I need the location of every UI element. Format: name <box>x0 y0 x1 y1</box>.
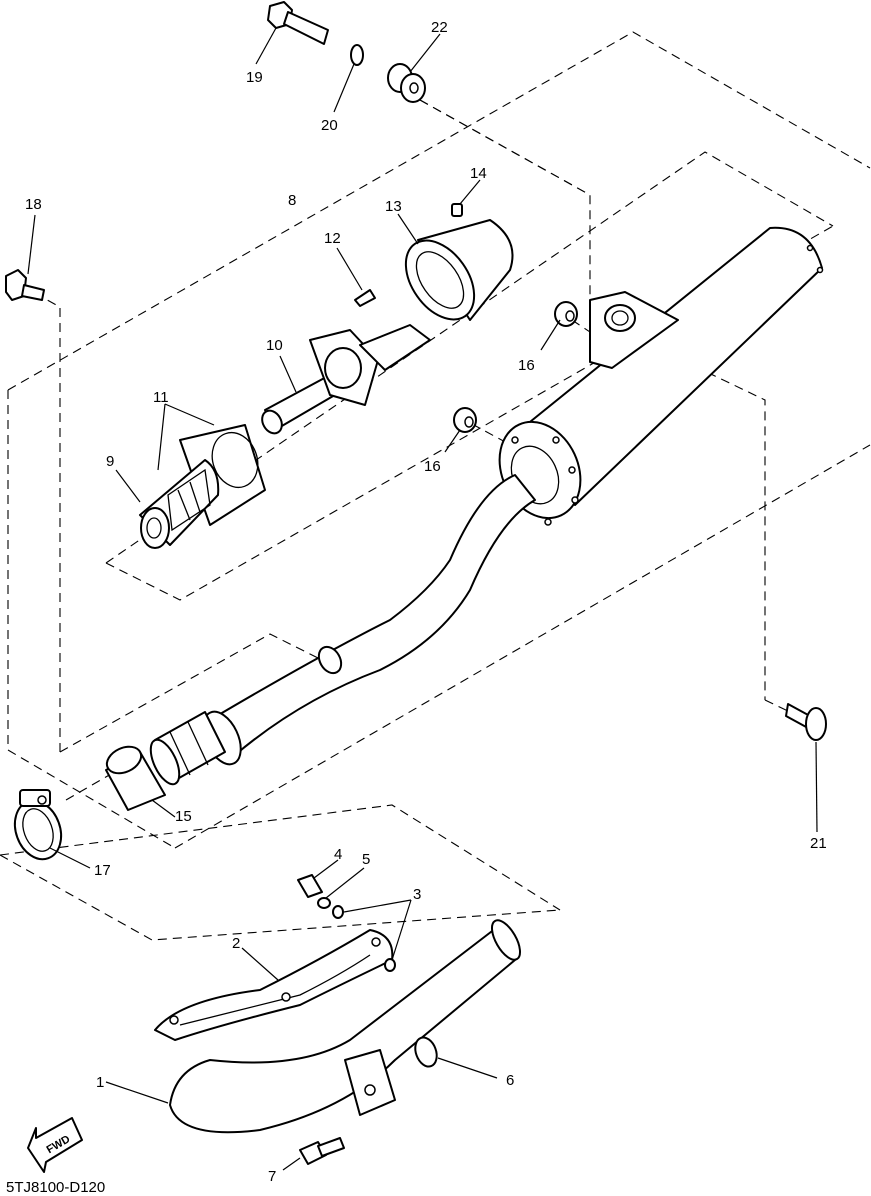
part-16-collar-upper <box>554 301 578 327</box>
callout-18: 18 <box>25 196 42 213</box>
muffler-silencer-body <box>498 226 824 526</box>
callout-17: 17 <box>94 862 111 879</box>
callout-leaders <box>27 27 818 1171</box>
part-18-bolt <box>5 269 45 301</box>
part-4-bolt <box>297 874 323 898</box>
callout-12: 12 <box>324 230 341 247</box>
part-2-heat-protector <box>154 929 394 1041</box>
assembly-group-frames <box>0 31 871 941</box>
part-1-exhaust-header-pipe <box>169 919 521 1134</box>
part-3-collars <box>332 905 396 972</box>
part-22-grommet <box>387 63 426 103</box>
part-13-end-cap <box>404 219 514 321</box>
diagram-code: 5TJ8100-D120 <box>6 1179 105 1196</box>
callout-9: 9 <box>106 453 114 470</box>
part-17-band-clamp <box>13 789 63 861</box>
callout-2: 2 <box>232 935 240 952</box>
part-14-screw <box>451 203 463 217</box>
callout-3: 3 <box>413 886 421 903</box>
fwd-arrow-icon: FWD <box>27 1117 83 1173</box>
callout-6: 6 <box>506 1072 514 1089</box>
callout-labels: 1 2 3 4 5 6 7 8 9 10 11 12 13 14 15 16 1… <box>25 19 827 1185</box>
callout-20: 20 <box>321 117 338 134</box>
part-5-washer <box>317 897 331 909</box>
callout-1: 1 <box>96 1074 104 1091</box>
part-12-screw <box>354 289 376 307</box>
callout-4: 4 <box>334 846 342 863</box>
callout-5: 5 <box>362 851 370 868</box>
callout-7: 7 <box>268 1168 276 1185</box>
part-9-silencer-core <box>139 459 220 549</box>
callout-19: 19 <box>246 69 263 86</box>
callout-13: 13 <box>385 198 402 215</box>
callout-21: 21 <box>810 835 827 852</box>
exhaust-mid-pipe <box>149 474 536 786</box>
callout-10: 10 <box>266 337 283 354</box>
callout-15: 15 <box>175 808 192 825</box>
callout-14: 14 <box>470 165 487 182</box>
part-19-bolt <box>267 1 329 45</box>
part-21-flange-bolt <box>785 703 827 741</box>
callout-8: 8 <box>288 192 296 209</box>
part-7-bolt <box>299 1137 345 1165</box>
silencer-mount-bracket <box>589 291 679 369</box>
callout-16-upper: 16 <box>518 357 535 374</box>
callout-22: 22 <box>431 19 448 36</box>
callout-16-lower: 16 <box>424 458 441 475</box>
callout-11: 11 <box>153 389 169 406</box>
part-6-gasket <box>414 1036 438 1068</box>
part-16-collar-lower <box>453 407 477 433</box>
part-10-inner-pipe <box>261 324 431 435</box>
part-20-washer <box>350 44 364 66</box>
part-15-joint-sleeve <box>105 745 166 811</box>
